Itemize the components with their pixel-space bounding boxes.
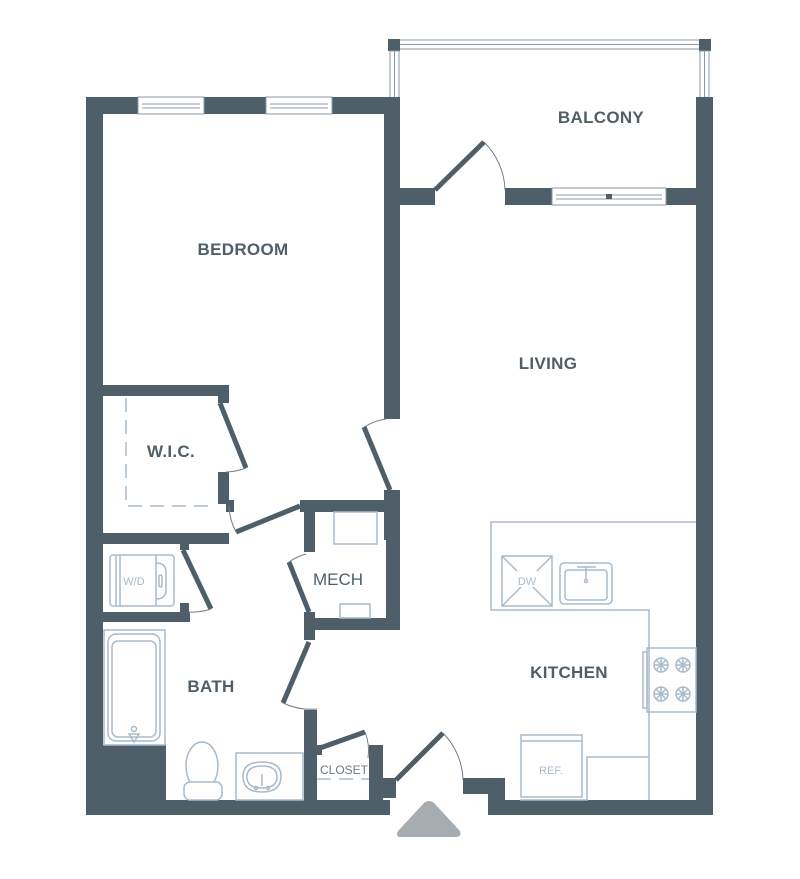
room-label-kitchen: KITCHEN — [530, 663, 608, 682]
fixture-label-wd: W/D — [123, 576, 144, 588]
room-label-bedroom: BEDROOM — [198, 240, 289, 259]
entry-arrow-icon — [397, 801, 461, 837]
kitchen-counters — [490, 521, 696, 801]
refrigerator — [520, 734, 583, 798]
room-label-bath: BATH — [187, 677, 234, 696]
doors — [180, 140, 506, 782]
bathroom-sink — [235, 752, 304, 801]
room-label-mech: MECH — [313, 570, 363, 589]
toilet — [183, 741, 223, 801]
balcony-area — [388, 39, 711, 100]
wic-shelving — [125, 398, 214, 507]
range-stove — [642, 647, 697, 713]
burner-icon — [653, 657, 691, 702]
fixture-label-dw: DW — [518, 576, 537, 588]
fixture-label-ref: REF. — [539, 765, 563, 777]
room-label-living: LIVING — [519, 354, 577, 373]
windows — [137, 96, 667, 206]
washer-dryer — [109, 554, 175, 607]
room-label-closet: CLOSET — [320, 763, 369, 777]
kitchen-sink — [559, 562, 613, 605]
bathtub — [103, 629, 166, 746]
room-label-balcony: BALCONY — [558, 108, 645, 127]
dishwasher — [501, 555, 553, 607]
walls — [86, 97, 713, 815]
room-label-wic: W.I.C. — [147, 442, 195, 461]
mech-equipment — [333, 511, 378, 619]
